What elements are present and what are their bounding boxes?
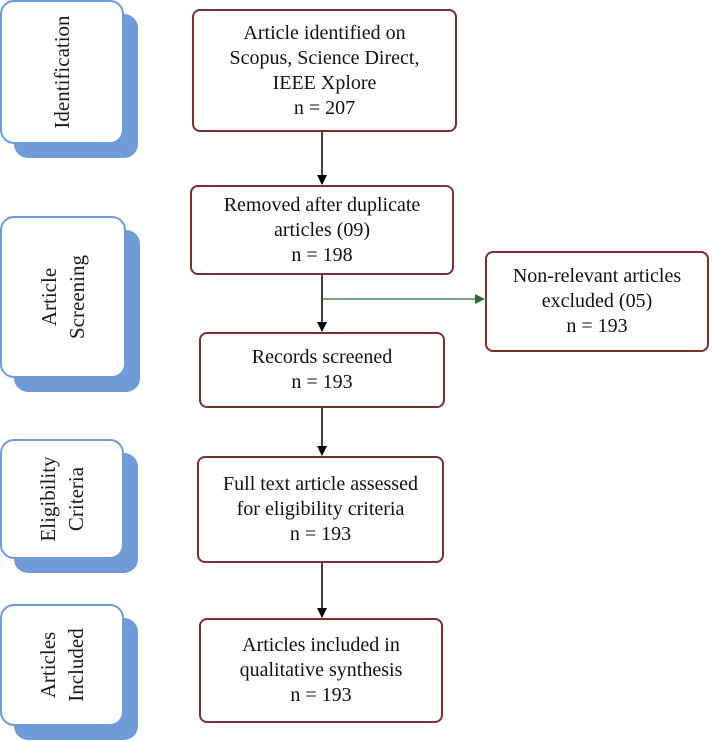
stage-tab: Eligibility Criteria	[0, 439, 124, 559]
box-fulltext: Full text article assessed for eligibili…	[197, 456, 444, 563]
stage-eligibility: Eligibility Criteria	[0, 439, 140, 577]
box-duplicates: Removed after duplicate articles (09) n …	[190, 185, 454, 275]
stage-tab: Articles Included	[0, 604, 124, 726]
stage-tab: Article Screening	[0, 216, 126, 378]
stage-screening: Article Screening	[0, 216, 145, 396]
stage-identification: Identification	[0, 0, 140, 162]
box-screened: Records screened n = 193	[199, 332, 445, 408]
box-identified: Article identified on Scopus, Science Di…	[192, 9, 457, 132]
stage-tab: Identification	[0, 0, 124, 144]
box-included: Articles included in qualitative synthes…	[199, 618, 443, 723]
stage-included: Articles Included	[0, 604, 140, 741]
box-excluded: Non-relevant articles excluded (05) n = …	[485, 251, 709, 352]
